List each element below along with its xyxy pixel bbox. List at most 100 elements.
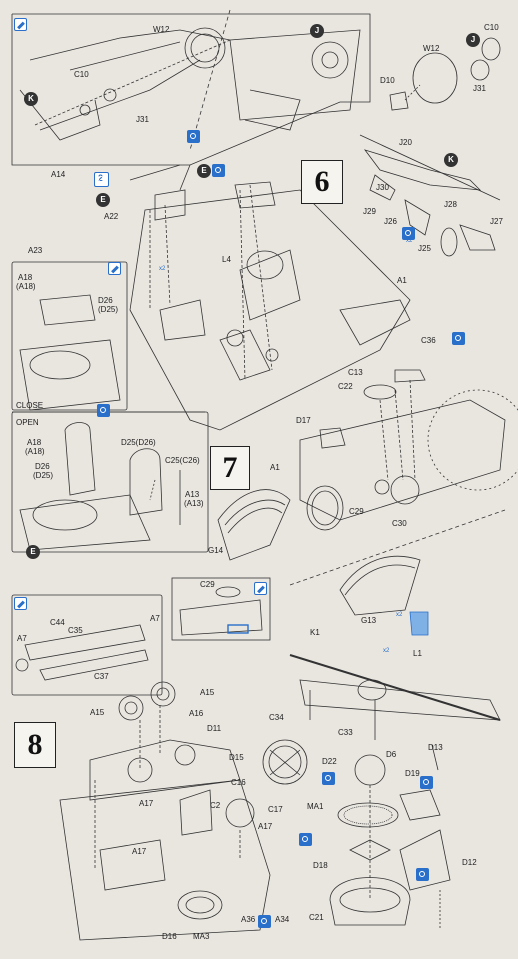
step-7-number: 7: [210, 446, 250, 490]
part-label: A14: [51, 170, 66, 179]
part-label: D26: [98, 296, 113, 305]
paint-icon: [258, 915, 271, 928]
part-label: A17: [132, 847, 147, 856]
part-label: C30: [392, 519, 407, 528]
part-label: C13: [348, 368, 363, 377]
part-label: L4: [222, 255, 231, 264]
part-label: A15: [90, 708, 105, 717]
callout-j: J: [466, 33, 480, 47]
part-label: J31: [473, 84, 486, 93]
callout-e: E: [96, 193, 110, 207]
inset-frame-k: [11, 13, 371, 166]
part-label: J27: [490, 217, 503, 226]
part-label: C10: [74, 70, 89, 79]
part-label: (A18): [25, 447, 45, 456]
part-label: J28: [444, 200, 457, 209]
part-label: C22: [338, 382, 353, 391]
part-label: C35: [68, 626, 83, 635]
part-label: C16: [231, 778, 246, 787]
part-label: K1: [310, 628, 320, 637]
callout-j: J: [310, 24, 324, 38]
part-label: G13: [361, 616, 377, 625]
part-label: C34: [269, 713, 284, 722]
paint-icon: [299, 833, 312, 846]
part-label: J29: [363, 207, 376, 216]
part-label: (D25): [33, 471, 54, 480]
part-label: A13: [185, 490, 200, 499]
paint-icon: [97, 404, 110, 417]
part-label: A7: [17, 634, 27, 643]
quantity-number: 2: [98, 173, 104, 183]
part-label: C17: [268, 805, 283, 814]
paint-icon: [187, 130, 200, 143]
part-label: C36: [421, 336, 436, 345]
part-label: C21: [309, 913, 324, 922]
part-label: (A18): [16, 282, 36, 291]
part-label: MA3: [193, 932, 210, 941]
part-label: C29: [200, 580, 215, 589]
part-label: D10: [380, 76, 395, 85]
callout-k: K: [24, 92, 38, 106]
callout-k: K: [444, 153, 458, 167]
part-label: D25(D26): [121, 438, 156, 447]
paint-icon: [322, 772, 335, 785]
part-label: D15: [229, 753, 244, 762]
part-label: A18: [18, 273, 33, 282]
part-label: A22: [104, 212, 119, 221]
part-label: A36: [241, 915, 256, 924]
callout-e: E: [26, 545, 40, 559]
callout-e: E: [197, 164, 211, 178]
quantity-text: x2: [406, 238, 413, 244]
part-label: C33: [338, 728, 353, 737]
open-note: OPEN: [16, 418, 39, 427]
quantity-icon: 2: [94, 172, 109, 187]
part-label: L1: [413, 649, 422, 658]
part-label: A1: [270, 463, 280, 472]
part-label: (A13): [184, 499, 204, 508]
part-label: (D25): [98, 305, 119, 314]
part-label: A1: [397, 276, 407, 285]
part-label: G14: [208, 546, 224, 555]
glue-icon: [14, 18, 27, 31]
paint-icon: [420, 776, 433, 789]
paint-icon: [452, 332, 465, 345]
part-label: D22: [322, 757, 337, 766]
part-label: J25: [418, 244, 431, 253]
part-label: D13: [428, 743, 443, 752]
part-label: J26: [384, 217, 397, 226]
step-8-number: 8: [14, 722, 56, 768]
part-label: C44: [50, 618, 65, 627]
part-label: D19: [405, 769, 420, 778]
part-label: J30: [376, 183, 389, 192]
quantity-text: x2: [396, 612, 403, 618]
part-label: A17: [258, 822, 273, 831]
part-label: A23: [28, 246, 43, 255]
part-label: A34: [275, 915, 290, 924]
part-label: D12: [462, 858, 477, 867]
quantity-text: x2: [159, 266, 166, 272]
part-label: MA1: [307, 802, 324, 811]
paint-icon: [416, 868, 429, 881]
part-label: W12: [153, 25, 170, 34]
quantity-text: x2: [383, 648, 390, 654]
part-label: C37: [94, 672, 109, 681]
part-label: J20: [399, 138, 412, 147]
part-label: A17: [139, 799, 154, 808]
glue-icon: [14, 597, 27, 610]
part-label: D16: [162, 932, 177, 941]
part-label: A18: [27, 438, 42, 447]
part-label: A15: [200, 688, 215, 697]
part-label: D26: [35, 462, 50, 471]
paint-icon: [402, 227, 415, 240]
part-label: D11: [207, 724, 222, 733]
part-label: C10: [484, 23, 499, 32]
part-label: D18: [313, 861, 328, 870]
part-label: A7: [150, 614, 160, 623]
glue-icon: [108, 262, 121, 275]
close-note: CLOSE: [16, 401, 44, 410]
part-label: C2: [210, 801, 221, 810]
step-6-number: 6: [301, 160, 343, 204]
paint-icon: [212, 164, 225, 177]
